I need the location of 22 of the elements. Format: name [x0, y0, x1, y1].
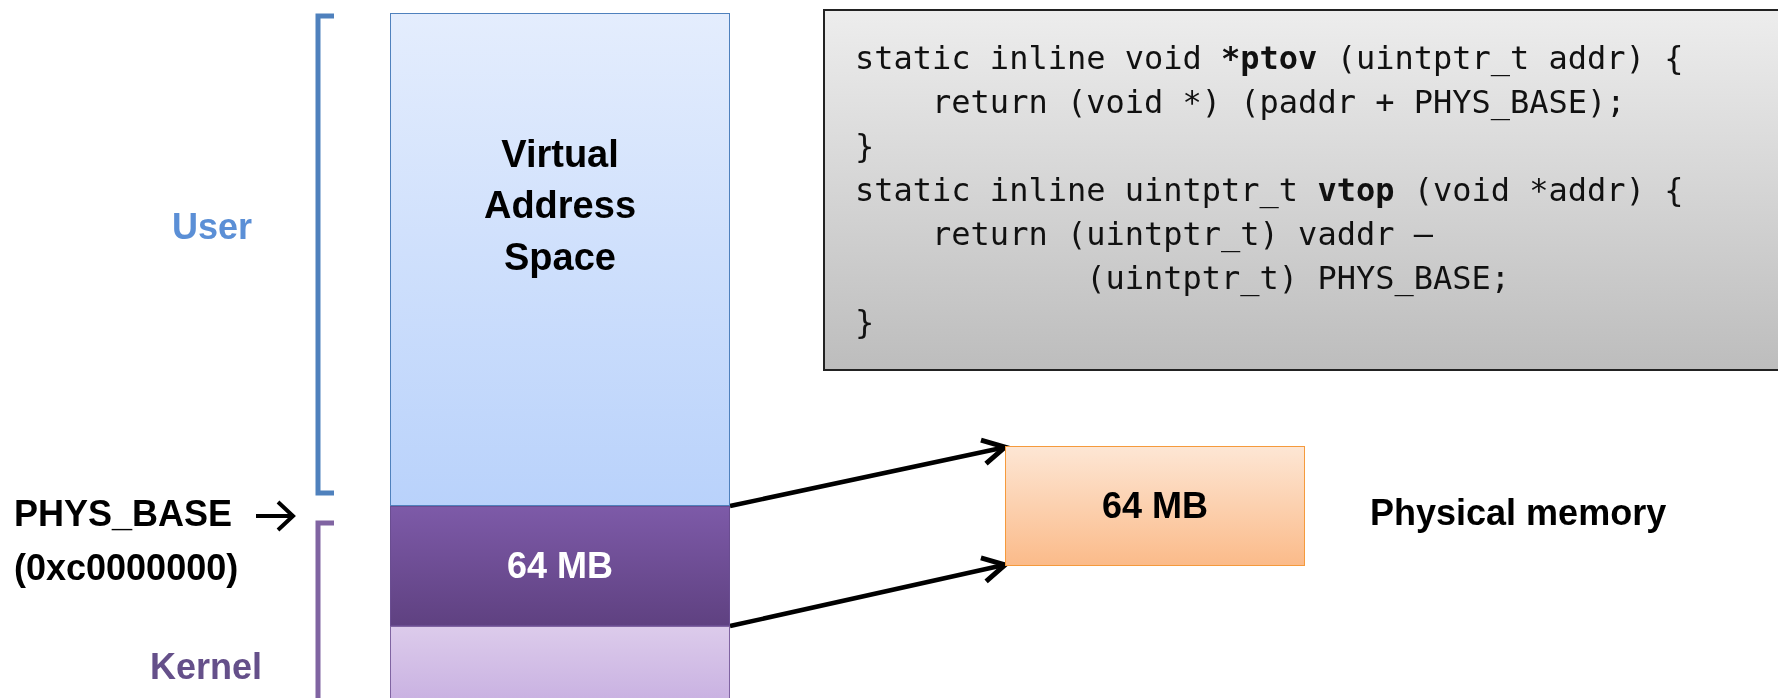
code-line: }: [855, 126, 875, 167]
block-label: 64 MB: [1102, 483, 1208, 528]
memory-block: [1005, 446, 1305, 566]
code-line: }: [855, 302, 875, 343]
code-line: return (uintptr_t) vaddr –: [931, 214, 1433, 255]
code-line: static inline void *ptov (uintptr_t addr) {: [855, 38, 1684, 79]
address-label: (0xc0000000): [14, 547, 239, 589]
node-label: Physical memory: [1370, 492, 1667, 534]
block-label: 64 MB: [507, 543, 613, 588]
region-label: User: [172, 206, 253, 248]
address-label: PHYS_BASE: [14, 493, 233, 535]
memory-block: [390, 626, 730, 698]
block-label: Virtual Address Space: [482, 132, 638, 280]
memory-block: [390, 506, 730, 626]
arrow: [729, 437, 1008, 509]
address-space-block: [390, 13, 730, 506]
code-line: return (void *) (paddr + PHYS_BASE);: [931, 82, 1626, 123]
code-line: (uintptr_t) PHYS_BASE;: [1085, 258, 1511, 299]
code-panel: [823, 9, 1778, 371]
arrow: [729, 555, 1008, 629]
region-label: Kernel: [150, 646, 263, 688]
code-line: static inline uintptr_t vtop (void *addr) {: [855, 170, 1684, 211]
